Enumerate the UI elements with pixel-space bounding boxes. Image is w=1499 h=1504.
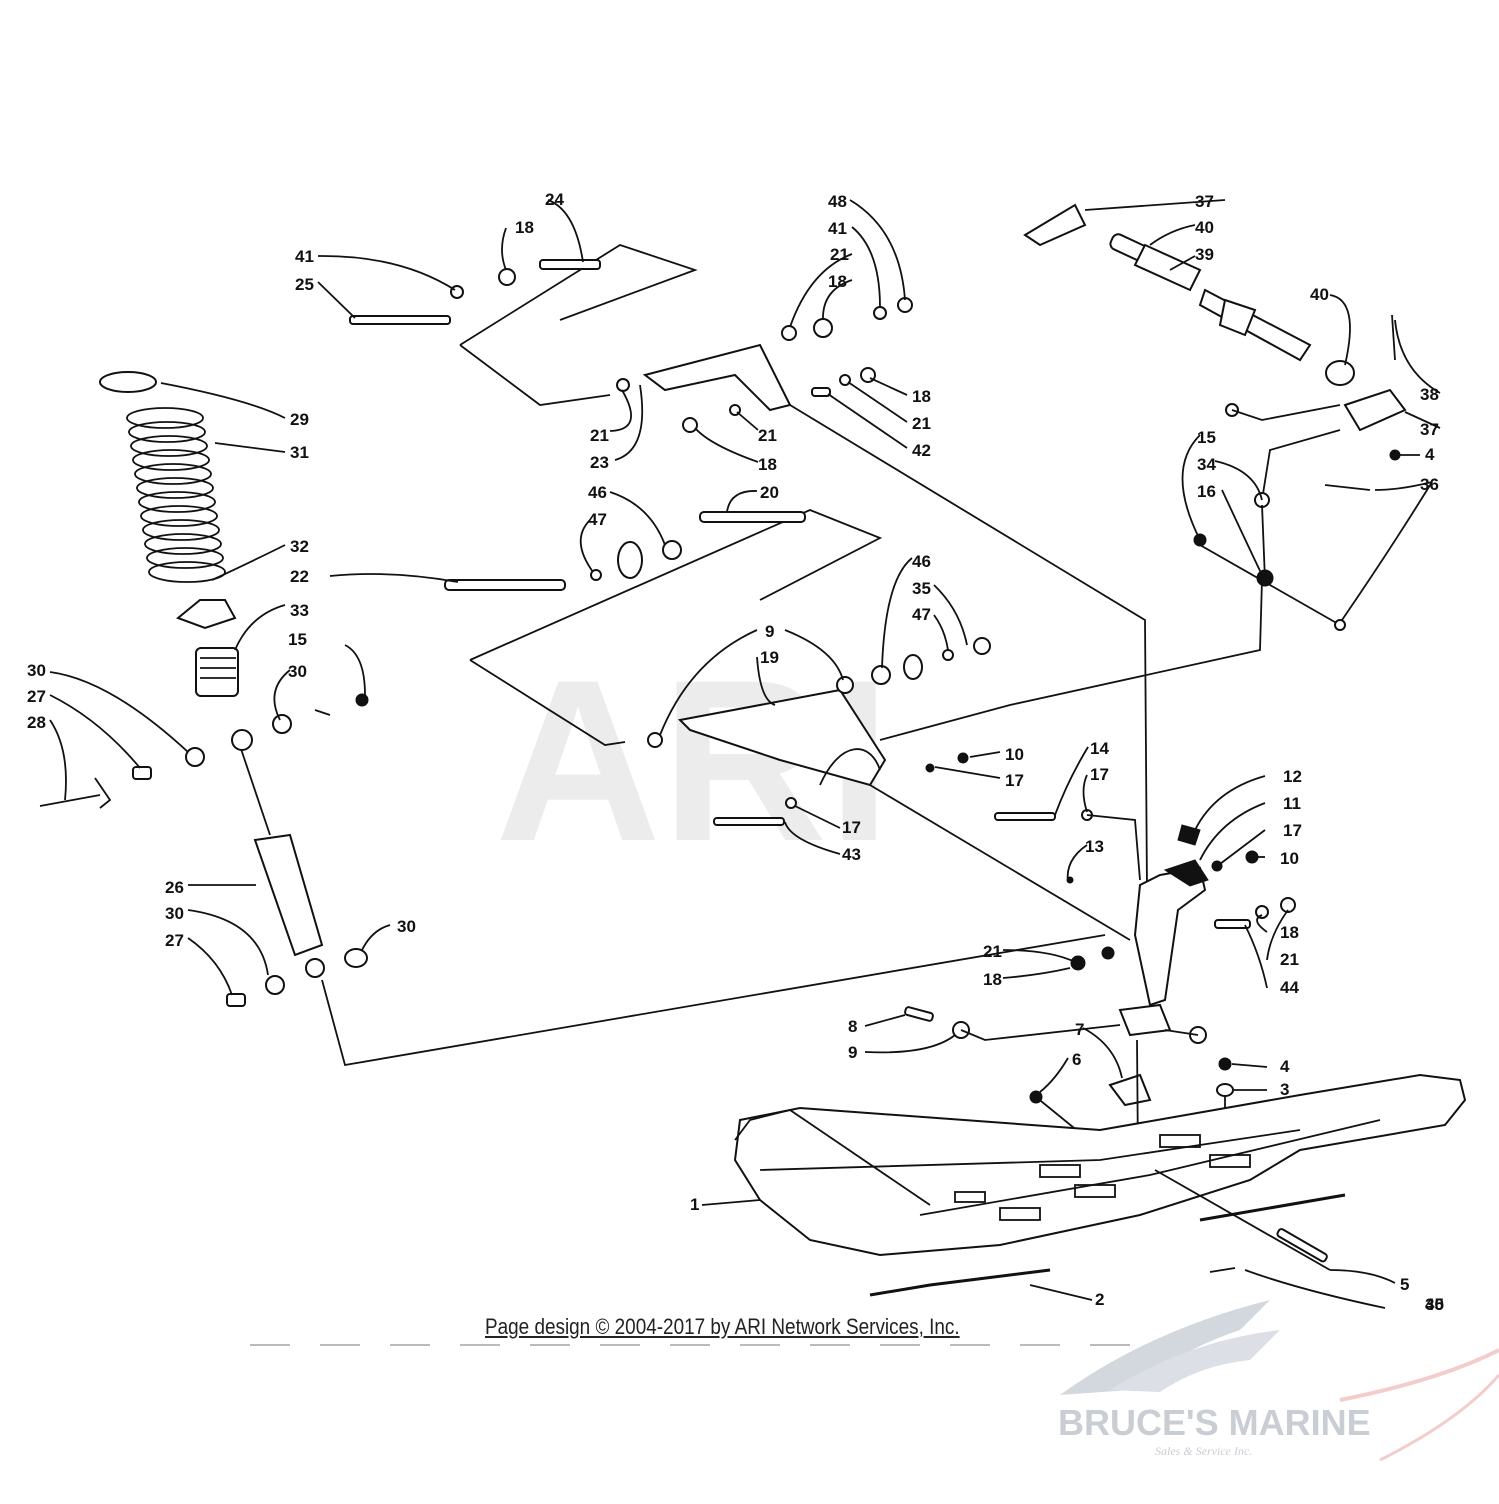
callout-19: 19 [760, 648, 779, 667]
callout-36: 36 [1420, 475, 1439, 494]
callout-40: 40 [1310, 285, 1329, 304]
callout-48: 48 [828, 192, 847, 211]
callout-3: 3 [1280, 1080, 1289, 1099]
callout-15: 15 [288, 630, 307, 649]
callout-10: 10 [1005, 745, 1024, 764]
callout-17: 17 [1283, 821, 1302, 840]
callout-22: 22 [290, 567, 309, 586]
callout-15: 15 [1197, 428, 1216, 447]
callout-18: 18 [828, 272, 847, 291]
callout-27: 27 [27, 687, 46, 706]
callout-6: 6 [1072, 1050, 1081, 1069]
callout-39: 39 [1195, 245, 1214, 264]
callout-18: 18 [912, 387, 931, 406]
callout-16: 16 [1197, 482, 1216, 501]
callout-45: 45 [1425, 1295, 1444, 1314]
callout-21: 21 [830, 245, 849, 264]
dealer-logo-tagline: Sales & Service Inc. [1155, 1444, 1252, 1458]
callout-7: 7 [1075, 1020, 1084, 1039]
callout-26: 26 [165, 878, 184, 897]
callout-13: 13 [1085, 837, 1104, 856]
callout-43: 43 [842, 845, 861, 864]
callout-31: 31 [290, 443, 309, 462]
callout-41: 41 [295, 247, 314, 266]
callout-32: 32 [290, 537, 309, 556]
copyright-text: Page design © 2004-2017 by ARI Network S… [485, 1314, 960, 1339]
callout-21: 21 [1280, 950, 1299, 969]
callout-30: 30 [397, 917, 416, 936]
leader-lines [49, 199, 1441, 1309]
callout-18: 18 [515, 218, 534, 237]
callout-18: 18 [1280, 923, 1299, 942]
callout-33: 33 [290, 601, 309, 620]
callout-37: 37 [1195, 192, 1214, 211]
upper-a-arm-assembly [349, 244, 1148, 891]
callout-46: 46 [588, 483, 607, 502]
callout-40: 40 [1195, 218, 1214, 237]
callout-21: 21 [758, 426, 777, 445]
steering-linkage [1023, 203, 1407, 631]
callout-21: 21 [983, 942, 1002, 961]
callout-28: 28 [27, 713, 46, 732]
callout-9: 9 [848, 1043, 857, 1062]
callout-44: 44 [1280, 978, 1299, 997]
callout-11: 11 [1283, 794, 1301, 813]
callout-47: 47 [912, 605, 931, 624]
callout-21: 21 [590, 426, 609, 445]
callout-47: 47 [588, 510, 607, 529]
callout-34: 34 [1197, 455, 1216, 474]
callout-38: 38 [1420, 385, 1439, 404]
callout-45: 30 [1425, 1295, 1444, 1314]
callout-18: 18 [758, 455, 777, 474]
callout-20: 20 [760, 483, 779, 502]
callout-17: 17 [1005, 771, 1024, 790]
callout-5: 5 [1400, 1275, 1409, 1294]
callout-1: 1 [690, 1195, 699, 1214]
callout-42: 42 [912, 441, 931, 460]
callout-30: 30 [27, 661, 46, 680]
dealer-logo-name: BRUCE'S MARINE [1058, 1402, 1371, 1443]
callout-27: 27 [165, 931, 184, 950]
spindle-assembly [904, 809, 1296, 1044]
callout-12: 12 [1283, 767, 1302, 786]
callout-14: 14 [1090, 739, 1109, 758]
callout-37: 37 [1420, 420, 1439, 439]
callout-2: 2 [1095, 1290, 1104, 1309]
callout-30: 30 [165, 904, 184, 923]
callout-46: 46 [912, 552, 931, 571]
shock-spring-assembly [39, 371, 1106, 1067]
callout-10: 10 [1280, 849, 1299, 868]
callout-labels: 1 2 3 4 4 5 6 7 8 9 9 10 10 11 12 13 14 … [27, 190, 1444, 1314]
ski-assembly [733, 1039, 1467, 1297]
dealer-logo: BRUCE'S MARINE Sales & Service Inc. [1058, 1300, 1499, 1462]
callout-4: 4 [1425, 445, 1435, 464]
callout-17: 17 [1090, 765, 1109, 784]
callout-23: 23 [590, 453, 609, 472]
lower-a-arm-assembly [444, 509, 1263, 941]
callout-4: 4 [1280, 1057, 1290, 1076]
callout-25: 25 [295, 275, 314, 294]
callout-29: 29 [290, 410, 309, 429]
callout-24: 24 [545, 190, 564, 209]
callout-8: 8 [848, 1017, 857, 1036]
callout-21: 21 [912, 414, 931, 433]
callout-17: 17 [842, 818, 861, 837]
callout-35: 35 [912, 579, 931, 598]
callout-30: 30 [288, 662, 307, 681]
callout-41: 41 [828, 219, 847, 238]
callout-18: 18 [983, 970, 1002, 989]
callout-9: 9 [765, 622, 774, 641]
